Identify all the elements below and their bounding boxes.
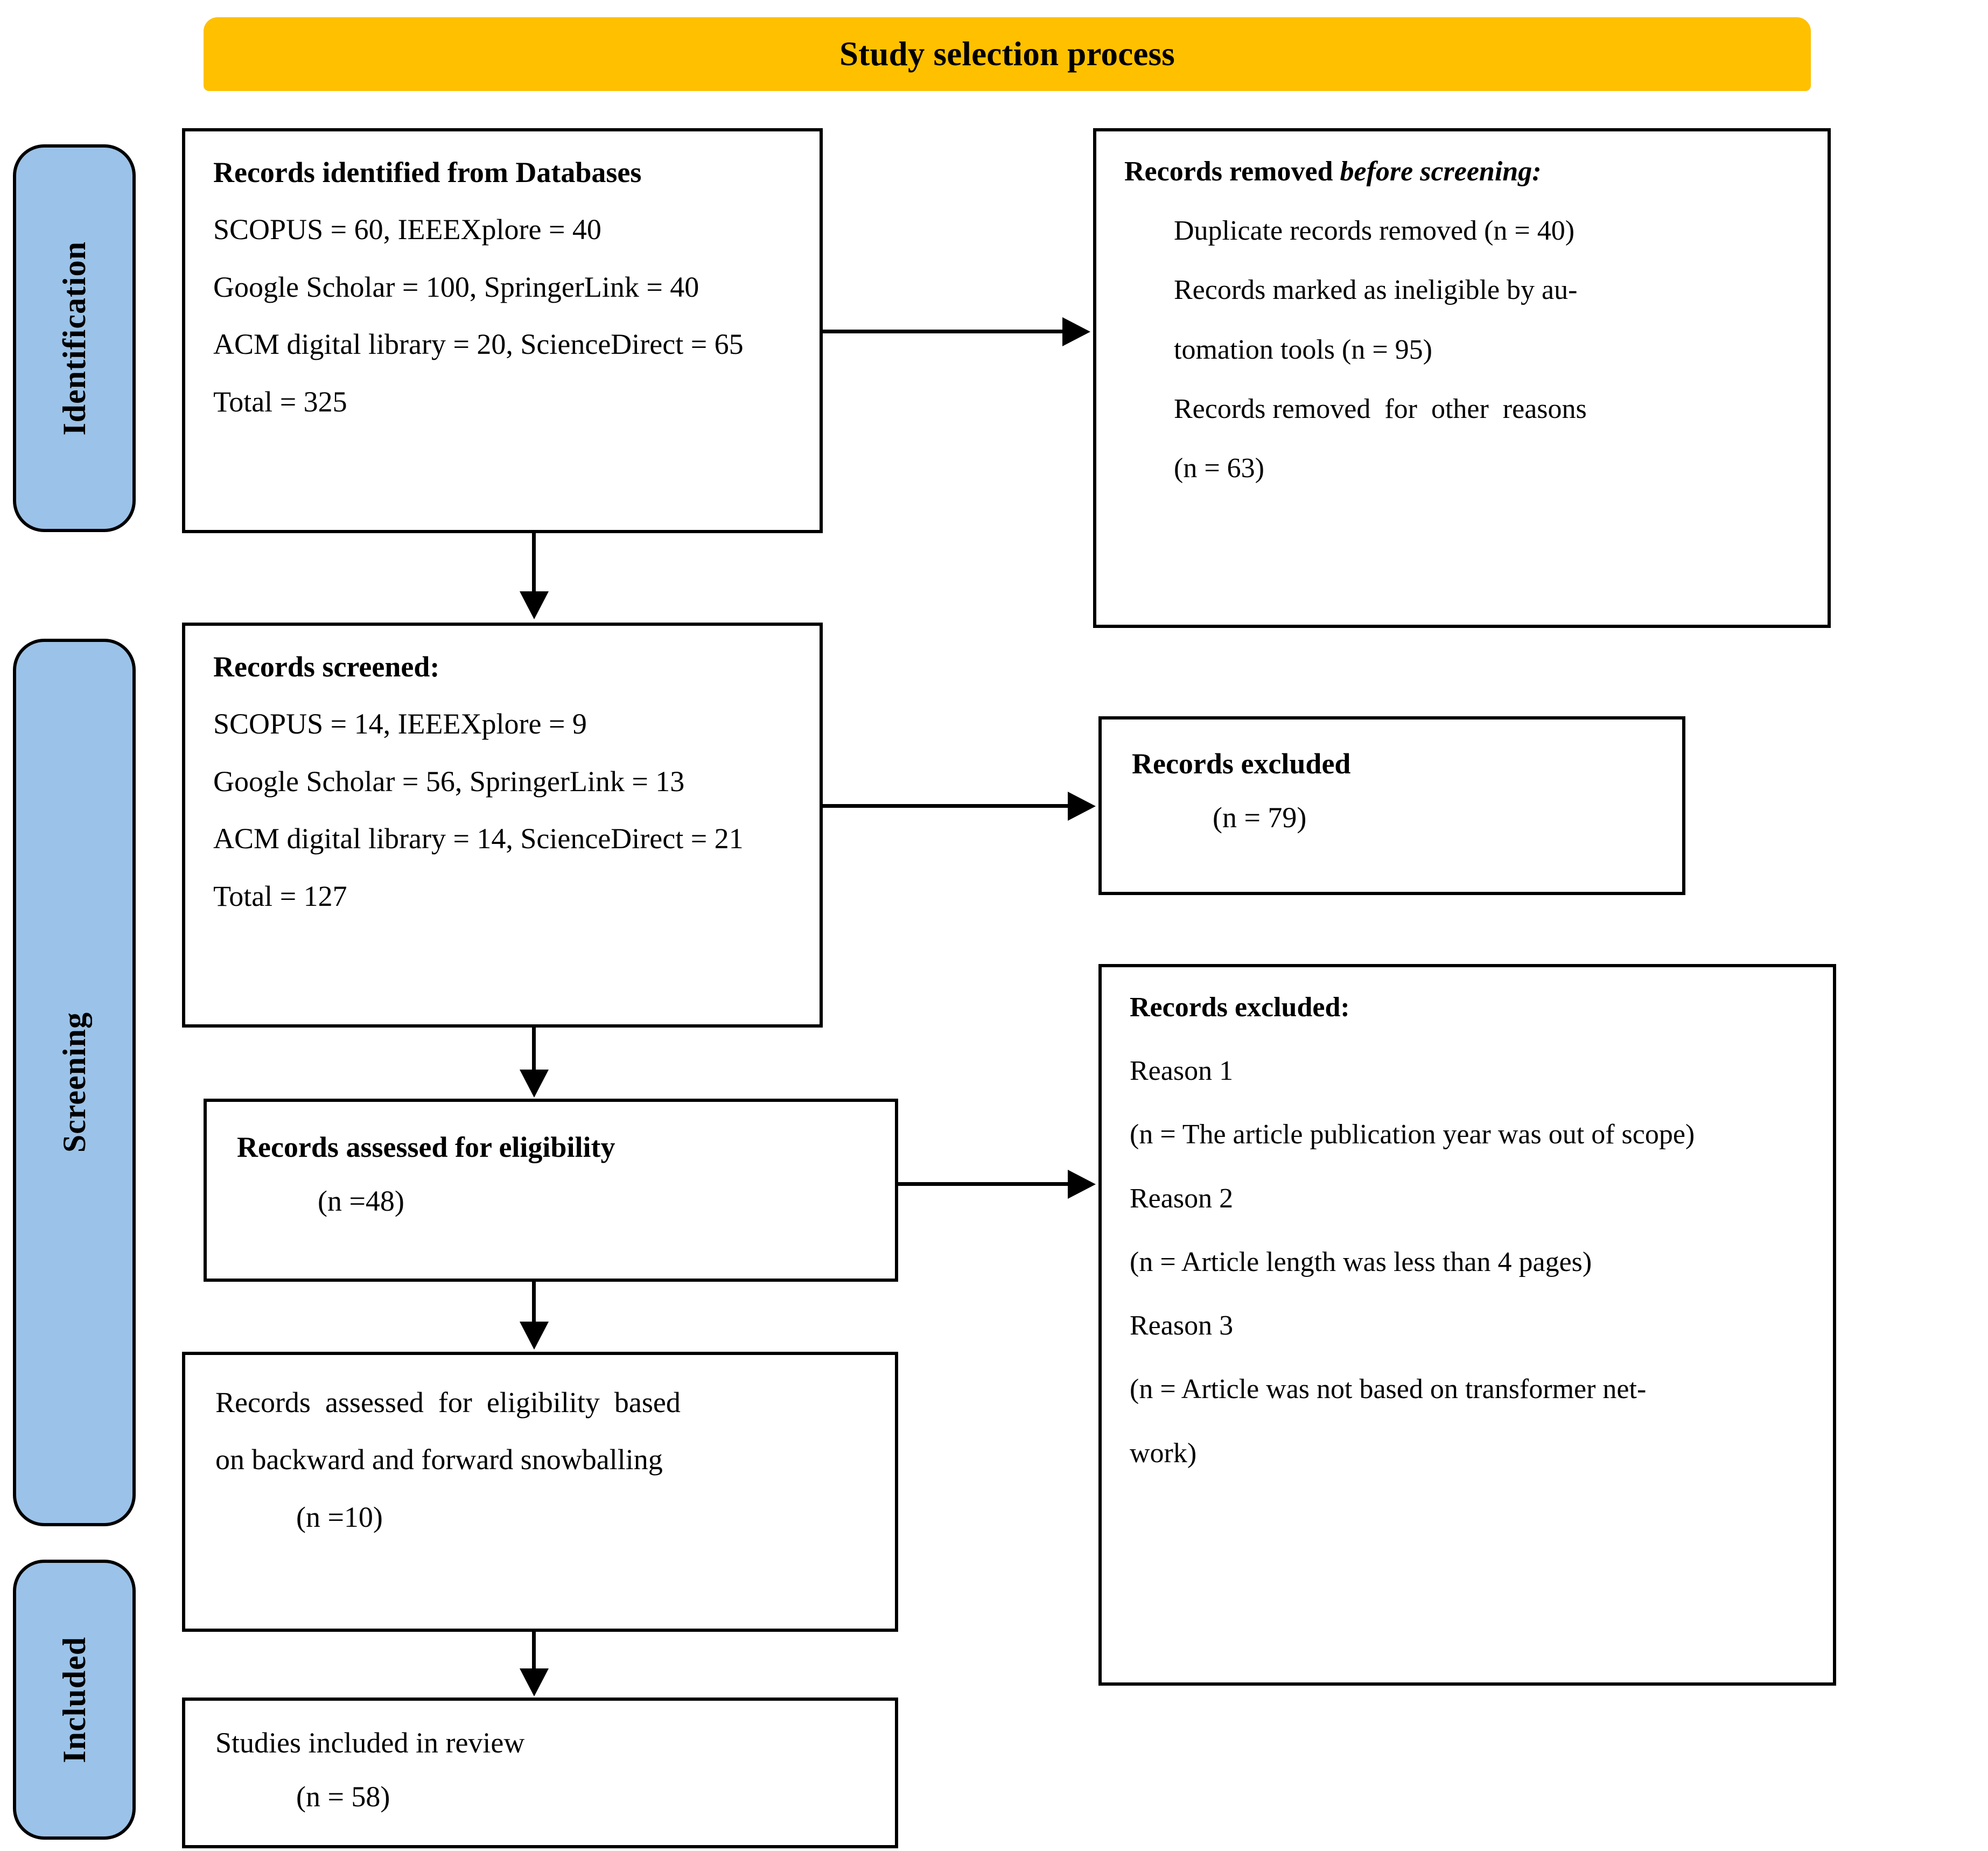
- box-records-identified-line-3: ACM digital library = 20, ScienceDirect …: [213, 328, 744, 361]
- connector-screened-to-eligibility-arrowhead: [520, 1070, 549, 1098]
- box-records-identified-heading: Records identified from Databases: [213, 156, 642, 188]
- box-records-screened-line-1: SCOPUS = 14, IEEEXplore = 9: [213, 708, 587, 741]
- connector-eligibility-to-excluded-line: [898, 1182, 1068, 1186]
- box-records-identified-line-1: SCOPUS = 60, IEEEXplore = 40: [213, 213, 601, 246]
- box-records-excluded-small: Records excluded (n = 79): [1098, 716, 1685, 895]
- stage-label-included-text: Included: [56, 1636, 92, 1763]
- box-records-removed-line-4: Records removed for other reasons: [1174, 393, 1587, 424]
- box-records-removed-heading-italic: before screening:: [1340, 156, 1542, 187]
- connector-identified-to-screened-line: [532, 533, 536, 593]
- connector-screened-to-excluded-line: [823, 804, 1068, 808]
- connector-eligibility-to-excluded-arrowhead: [1068, 1170, 1096, 1199]
- box-records-excluded-reasons: Records excluded: Reason 1 (n = The arti…: [1098, 964, 1836, 1686]
- stage-label-included: Included: [13, 1560, 136, 1840]
- box-records-removed-line-2: Records marked as ineligible by au-: [1174, 275, 1578, 306]
- box-records-excluded-reason-1-text: (n = The article publication year was ou…: [1130, 1119, 1695, 1150]
- connector-identified-to-removed-arrowhead: [1062, 317, 1090, 346]
- box-records-snowballing: Records assessed for eligibility based o…: [182, 1352, 898, 1632]
- box-studies-included-heading: Studies included in review: [215, 1727, 525, 1759]
- connector-identified-to-screened-arrowhead: [520, 591, 549, 619]
- box-records-removed-line-3: tomation tools (n = 95): [1174, 334, 1432, 365]
- box-records-snowballing-count: (n =10): [296, 1500, 383, 1533]
- stage-label-screening-text: Screening: [56, 1012, 92, 1153]
- box-studies-included-count: (n = 58): [296, 1780, 390, 1813]
- connector-eligibility-to-snowball-arrowhead: [520, 1322, 549, 1350]
- box-records-identified-line-4: Total = 325: [213, 385, 347, 418]
- box-records-excluded-small-count: (n = 79): [1213, 801, 1307, 834]
- box-records-identified: Records identified from Databases SCOPUS…: [182, 128, 823, 533]
- box-records-screened-heading: Records screened:: [213, 651, 440, 683]
- box-records-excluded-reason-3-label: Reason 3: [1130, 1310, 1234, 1342]
- box-studies-included: Studies included in review (n = 58): [182, 1698, 898, 1848]
- box-records-screened-line-3: ACM digital library = 14, ScienceDirect …: [213, 822, 744, 855]
- page-title: Study selection process: [839, 35, 1175, 73]
- box-records-snowballing-line-2: on backward and forward snowballing: [215, 1443, 663, 1476]
- box-records-snowballing-line-1: Records assessed for eligibility based: [215, 1386, 681, 1419]
- connector-eligibility-to-snowball-line: [532, 1282, 536, 1324]
- stage-label-identification: Identification: [13, 144, 136, 532]
- connector-screened-to-eligibility-line: [532, 1028, 536, 1072]
- box-records-removed-line-1: Duplicate records removed (n = 40): [1174, 215, 1575, 247]
- box-records-excluded-reason-1-label: Reason 1: [1130, 1056, 1234, 1087]
- box-records-removed-heading-plain: Records removed: [1124, 156, 1340, 187]
- box-records-excluded-small-heading: Records excluded: [1132, 748, 1351, 780]
- box-records-removed-heading: Records removed before screening:: [1124, 156, 1800, 187]
- connector-screened-to-excluded-arrowhead: [1068, 792, 1096, 821]
- box-records-excluded-reason-2-label: Reason 2: [1130, 1183, 1234, 1214]
- box-records-screened-line-4: Total = 127: [213, 879, 347, 912]
- box-records-excluded-reason-3-text-cont: work): [1130, 1437, 1197, 1469]
- box-records-screened: Records screened: SCOPUS = 14, IEEEXplor…: [182, 623, 823, 1028]
- diagram-title-banner: Study selection process: [204, 17, 1811, 91]
- box-records-excluded-reason-2-text: (n = Article length was less than 4 page…: [1130, 1246, 1592, 1277]
- box-records-screened-line-2: Google Scholar = 56, SpringerLink = 13: [213, 765, 685, 798]
- connector-snowball-to-included-line: [532, 1632, 536, 1671]
- box-records-excluded-reason-3-text: (n = Article was not based on transforme…: [1130, 1374, 1647, 1405]
- connector-snowball-to-included-arrowhead: [520, 1668, 549, 1696]
- stage-label-screening: Screening: [13, 639, 136, 1526]
- box-records-removed-before-screening: Records removed before screening: Duplic…: [1093, 128, 1831, 628]
- box-records-assessed-eligibility-count: (n =48): [318, 1185, 404, 1218]
- box-records-excluded-reasons-heading: Records excluded:: [1130, 992, 1350, 1023]
- stage-label-identification-text: Identification: [56, 241, 92, 436]
- box-records-assessed-eligibility-heading: Records assessed for eligibility: [237, 1131, 615, 1163]
- box-records-removed-line-5: (n = 63): [1174, 453, 1264, 484]
- connector-identified-to-removed-line: [823, 330, 1062, 333]
- box-records-identified-line-2: Google Scholar = 100, SpringerLink = 40: [213, 270, 699, 303]
- box-records-assessed-eligibility: Records assessed for eligibility (n =48): [204, 1099, 898, 1282]
